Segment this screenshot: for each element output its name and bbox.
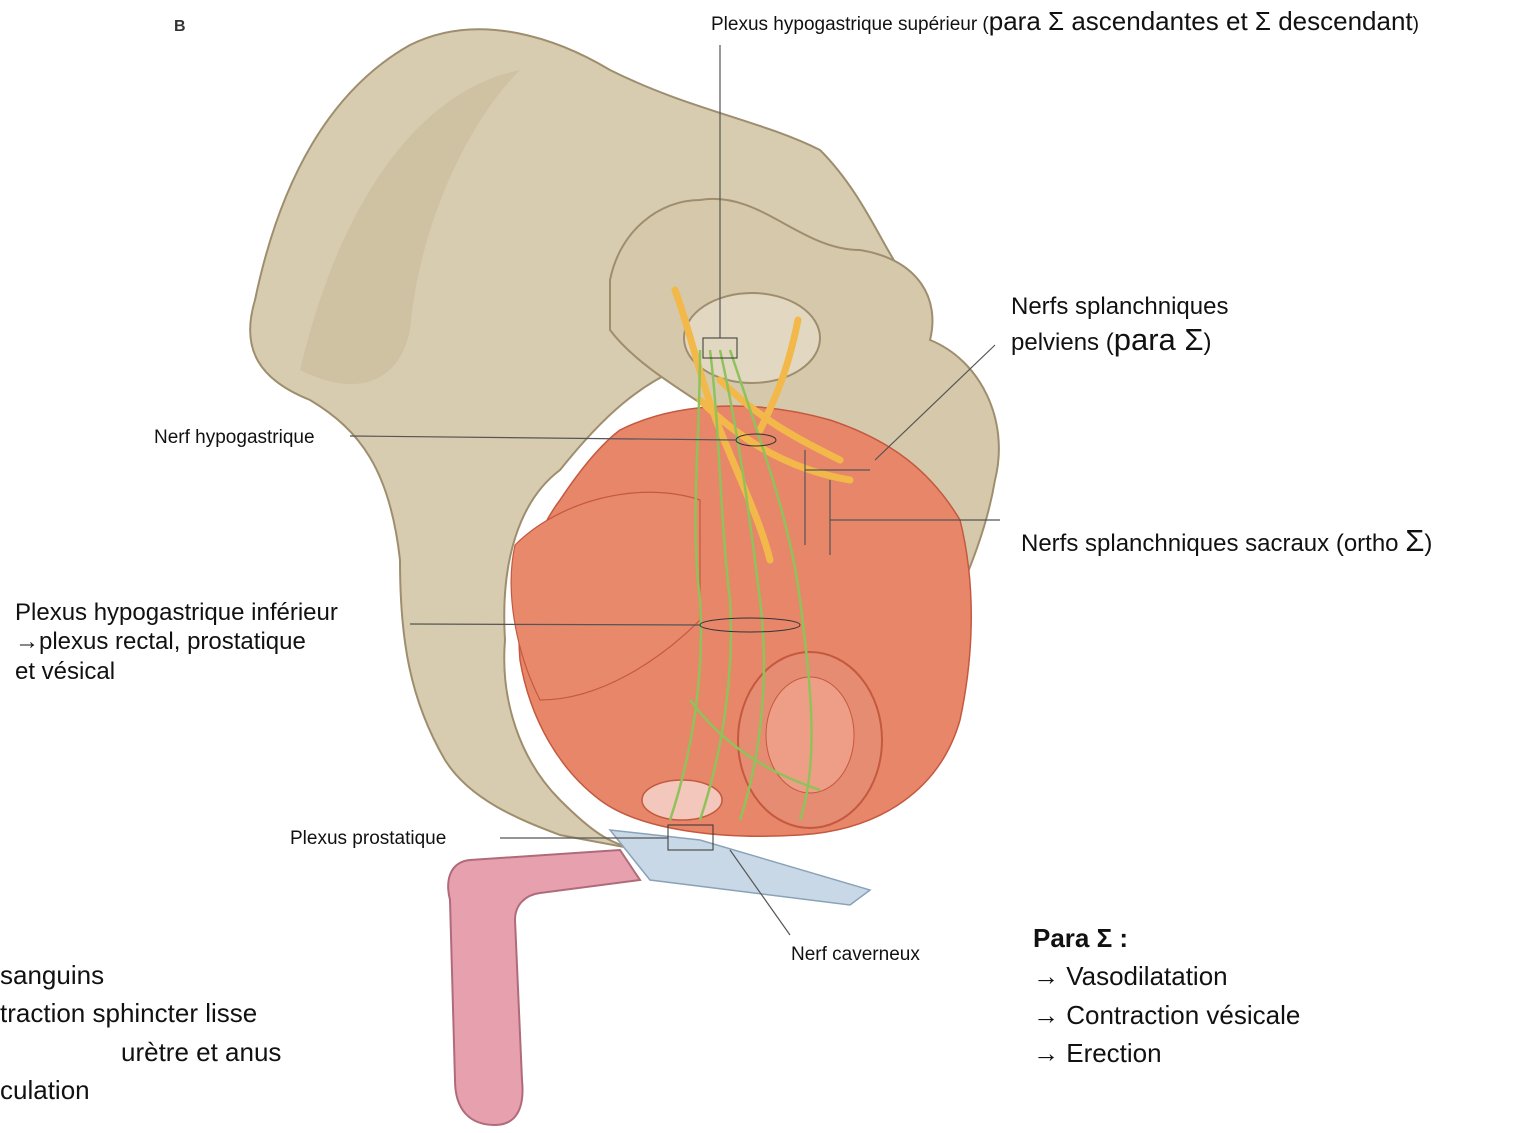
ortho-line1: sanguins [0,956,281,994]
cavernous-nerve-label: Nerf caverneux [791,943,920,966]
superior-plexus-label: Plexus hypogastrique supérieur (para Σ a… [711,6,1419,38]
para-sigma-item-erection: → Erection [1033,1034,1300,1072]
inferior-plexus-line1: Plexus hypogastrique inférieur [15,598,338,627]
ortho-sigma-box-cut: sanguins traction sphincter lisse urètre… [0,956,281,1110]
para-sigma-item-vasodilatation: → Vasodilatation [1033,957,1300,995]
para-sigma-item-bladder-contraction: → Contraction vésicale [1033,996,1300,1034]
pelvic-splanchnic-line1: Nerfs splanchniques [1011,292,1228,321]
superior-plexus-label-part3: ) [1413,14,1419,35]
ortho-line4: culation [0,1071,281,1109]
pelvic-splanchnic-line2: pelviens (para Σ) [1011,321,1228,359]
ortho-line2: traction sphincter lisse [0,994,281,1032]
panel-letter: B [174,18,186,36]
ortho-line3: urètre et anus [0,1033,281,1071]
hypogastric-nerve-label: Nerf hypogastrique [154,426,315,449]
sacral-splanchnic-label: Nerfs splanchniques sacraux (ortho Σ) [1021,522,1432,560]
inferior-plexus-label: Plexus hypogastrique inférieur →plexus r… [15,598,338,686]
inferior-plexus-line3: et vésical [15,657,338,686]
penis [448,850,640,1125]
perineal-ligament [610,830,870,905]
superior-plexus-label-part1: Plexus hypogastrique supérieur ( [711,14,989,35]
pelvic-splanchnic-label: Nerfs splanchniques pelviens (para Σ) [1011,292,1228,359]
para-sigma-box: Para Σ : → Vasodilatation → Contraction … [1033,919,1300,1073]
para-sigma-title: Para Σ : [1033,919,1300,957]
inferior-plexus-line2: →plexus rectal, prostatique [15,627,338,656]
prostatic-plexus-label: Plexus prostatique [290,827,446,850]
superior-plexus-label-part2: para Σ ascendantes et Σ descendant [989,6,1413,36]
